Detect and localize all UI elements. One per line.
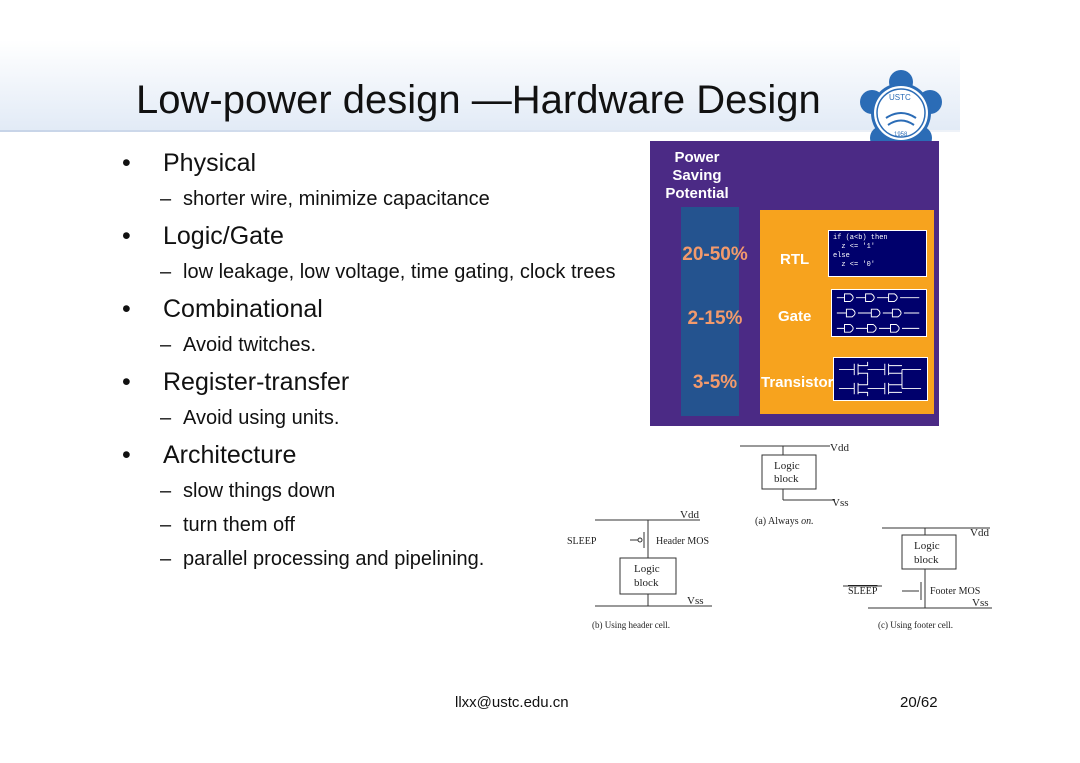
sub-bullet: –parallel processing and pipelining. bbox=[160, 548, 485, 570]
caption-b: (b) Using header cell. bbox=[592, 620, 670, 630]
footer-email: llxx@ustc.edu.cn bbox=[455, 694, 569, 711]
header-mos-label: Header MOS bbox=[656, 536, 709, 547]
power-saving-figure: Power Saving Potential 20-50% 2-15% 3-5%… bbox=[650, 141, 939, 426]
vdd-a: Vdd bbox=[830, 442, 849, 454]
sub-bullet-text: parallel processing and pipelining. bbox=[183, 548, 485, 570]
vss-c: Vss bbox=[972, 597, 989, 609]
potential-column bbox=[681, 207, 739, 416]
sleep-signal-b: SLEEP bbox=[567, 536, 597, 547]
footer-mos-label: Footer MOS bbox=[930, 586, 980, 597]
transistor-schematic-icon bbox=[833, 357, 928, 401]
bullet-list: •Physical –shorter wire, minimize capaci… bbox=[120, 148, 650, 581]
vdd-b: Vdd bbox=[680, 509, 699, 521]
sub-bullet-text: turn them off bbox=[183, 514, 295, 536]
rtl-label: RTL bbox=[780, 251, 810, 268]
bullet-logic-gate: •Logic/Gate bbox=[122, 222, 284, 250]
title-band bbox=[0, 40, 960, 132]
bullet-combinational: •Combinational bbox=[122, 295, 323, 323]
page-number: 20/62 bbox=[900, 694, 938, 711]
rtl-percent: 20-50% bbox=[682, 244, 748, 265]
vss-b: Vss bbox=[687, 595, 704, 607]
caption-a: (a) Always on. bbox=[755, 516, 814, 527]
transistor-label: Transistor bbox=[761, 374, 834, 391]
bullet-label: Register-transfer bbox=[163, 368, 350, 396]
logic-block-b-line1: Logic bbox=[634, 563, 660, 575]
logic-block-c-line1: Logic bbox=[914, 540, 940, 552]
logo-text: USTC bbox=[889, 93, 911, 102]
bullet-label: Logic/Gate bbox=[163, 222, 284, 250]
logo-year: 1958 bbox=[894, 132, 908, 138]
logic-block-a-line2: block bbox=[774, 473, 799, 485]
vdd-c: Vdd bbox=[970, 527, 989, 539]
sub-bullet-text: shorter wire, minimize capacitance bbox=[183, 188, 490, 210]
gate-percent: 2-15% bbox=[687, 308, 743, 329]
sleep-signal-c: SLEEP bbox=[848, 586, 878, 597]
logic-block-c-line2: block bbox=[914, 554, 939, 566]
bullet-label: Architecture bbox=[163, 441, 297, 469]
sub-bullet-text: Avoid using units. bbox=[183, 407, 340, 429]
sub-bullet-text: low leakage, low voltage, time gating, c… bbox=[183, 261, 616, 283]
sub-bullet: –low leakage, low voltage, time gating, … bbox=[160, 261, 616, 283]
gate-label: Gate bbox=[778, 308, 812, 325]
sub-bullet: –shorter wire, minimize capacitance bbox=[160, 188, 490, 210]
transistor-percent: 3-5% bbox=[692, 372, 738, 393]
sub-bullet: –Avoid twitches. bbox=[160, 334, 317, 356]
power-gating-circuits: Logic block Vdd Vss (a) Always on. Vdd S… bbox=[567, 442, 992, 630]
sub-bullet: –Avoid using units. bbox=[160, 407, 340, 429]
header-line: Saving bbox=[672, 167, 722, 184]
ustc-logo: USTC 1958 bbox=[860, 70, 942, 150]
sub-bullet-text: slow things down bbox=[183, 480, 336, 502]
sub-bullet: –slow things down bbox=[160, 480, 336, 502]
sub-bullet-text: Avoid twitches. bbox=[183, 334, 317, 356]
vss-a: Vss bbox=[832, 497, 849, 509]
gate-schematic-icon bbox=[831, 289, 927, 337]
sub-bullet: –turn them off bbox=[160, 514, 295, 536]
header-line: Potential bbox=[665, 185, 729, 202]
logic-block-a-line1: Logic bbox=[774, 460, 800, 472]
bullet-label: Combinational bbox=[163, 295, 323, 323]
slide-title: Low-power design —Hardware Design bbox=[136, 78, 821, 122]
caption-c: (c) Using footer cell. bbox=[878, 620, 953, 630]
bullet-physical: •Physical bbox=[122, 149, 257, 177]
power-saving-header: Power Saving Potential bbox=[655, 149, 739, 203]
bullet-label: Physical bbox=[163, 149, 257, 177]
bullet-register-transfer: •Register-transfer bbox=[122, 368, 350, 396]
logic-block-b-line2: block bbox=[634, 577, 659, 589]
rtl-code-snippet: if (a<b) then z <= '1' else z <= '0' bbox=[828, 230, 927, 277]
header-line: Power bbox=[674, 149, 720, 166]
bullet-architecture: •Architecture bbox=[122, 441, 297, 469]
